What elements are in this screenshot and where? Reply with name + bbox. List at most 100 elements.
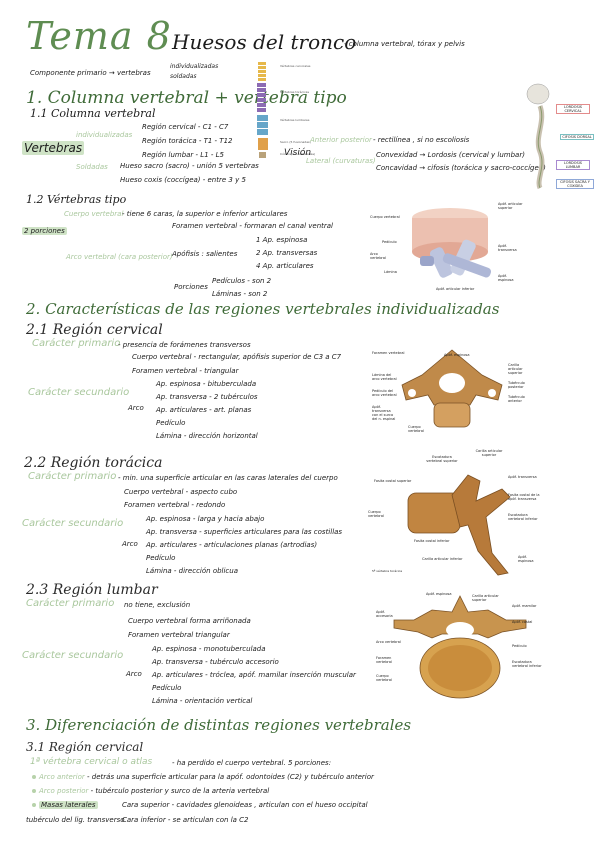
fig-label: Carilla articular inferior xyxy=(422,557,463,561)
s2-item: Ap. transversa - 2 tubérculos xyxy=(156,393,258,401)
section-1-heading: 1. Columna vertebral + vertebra tipo xyxy=(26,88,347,108)
pediculos-text: Pedículos - son 2 xyxy=(212,277,272,285)
coccyx-bone xyxy=(259,152,266,158)
anterior-posterior-text: - rectilínea , si no escoliosis xyxy=(373,136,470,144)
intro-individualizadas: individualizadas xyxy=(170,63,219,70)
arco-vertebral-label: Arco vertebral (cara posterior) xyxy=(66,253,173,261)
s23-item: Ap. transversa - tubérculo accesorio xyxy=(152,658,279,666)
masas-cara-superior: Cara superior - cavidades glenoideas , a… xyxy=(122,801,368,809)
s23-item: Lámina - orientación vertical xyxy=(152,697,253,705)
s2-item: Cuerpo vertebral - rectangular, apófisis… xyxy=(132,353,342,361)
fig-label: Apóf. espinosa xyxy=(444,353,470,357)
concavidad-text: Concavidad → cifosis (torácica y sacro-c… xyxy=(376,164,546,172)
title-note: - columna vertebral, tórax y pelvis xyxy=(344,40,465,48)
s22-item: Ap. espinosa - larga y hacia abajo xyxy=(146,515,265,523)
atlas-label: 1ª vértebra cervical o atlas xyxy=(30,757,153,767)
lumbar-vertebra-figure: Apóf. espinosa Carilla articular superio… xyxy=(376,590,546,705)
fig-label: Pedículo xyxy=(512,644,527,648)
arco-anterior-item: Arco anterior - detrás una superficie ar… xyxy=(32,773,374,781)
cifosis-dorsal-label: CIFOSIS DORSAL xyxy=(560,134,594,140)
masas-cara-inferior: Cara inferior - se articulan con la C2 xyxy=(122,816,249,824)
lordosis-lumbar-label: LORDOSIS LUMBAR xyxy=(556,160,590,170)
fig-label: Apóf. articular inferior xyxy=(436,287,475,291)
section-1-1-heading: 1.1 Columna vertebral xyxy=(30,107,156,120)
spine-label: Vértebras cervicales xyxy=(280,64,311,68)
convexidad-text: Convexidad → Lordosis (cervical y lumbar… xyxy=(376,151,525,159)
arco-posterior-item: Arco posterior - tubérculo posterior y s… xyxy=(32,787,269,795)
section-2-2-heading: 2.2 Región torácica xyxy=(24,455,163,471)
individualizadas-label: individualizadas xyxy=(76,131,133,139)
s2-item: Lámina - dirección horizontal xyxy=(156,432,258,440)
page-title: Tema 8 xyxy=(26,14,172,58)
s23-item: Ap. espinosa - monotuberculada xyxy=(152,645,266,653)
fig-label: Apóf. transversa xyxy=(508,475,537,479)
skeleton-side-view xyxy=(526,83,550,190)
intro-soldadas: soldadas xyxy=(170,73,197,80)
fig-label: Fosita costal de la apóf. transversa xyxy=(508,493,540,501)
page-subtitle: Huesos del tronco xyxy=(172,30,357,54)
s2-item: Ap. articulares - art. planas xyxy=(156,406,252,414)
s22-item: Ap. articulares - articulaciones planas … xyxy=(146,541,318,549)
porciones-label: 2 porciones xyxy=(22,227,67,235)
cuerpo-vertebral-label: Cuerpo vertebral xyxy=(64,210,124,218)
s22-item: Cuerpo vertebral - aspecto cubo xyxy=(124,488,238,496)
fig-label: Apóf. costal xyxy=(512,620,533,624)
s23-item: Ap. articulares - tróclea, apóf. mamilar… xyxy=(152,671,356,679)
cifosis-sacra-label: CIFOSIS SACRA Y COXIDEA xyxy=(556,179,594,189)
fig-label: Carilla articular superior xyxy=(475,449,503,457)
fig-label: Apóf. transversa xyxy=(498,244,517,252)
arco-label: Arco xyxy=(126,670,142,678)
bullet-icon xyxy=(32,775,36,779)
fig-label: Lámina xyxy=(384,270,397,274)
s1-item: Hueso coxis (coccígea) - entre 3 y 5 xyxy=(120,176,246,184)
fig-label: Cuerpo vertebral xyxy=(376,674,392,682)
caracter-secundario-label: Carácter secundario xyxy=(28,387,130,398)
laminas-text: Láminas - son 2 xyxy=(212,290,268,298)
s1-item: Región cervical - C1 - C7 xyxy=(142,123,229,131)
s22-item: Ap. transversa - superficies articulares… xyxy=(146,528,343,536)
s1-item: Hueso sacro (sacro) - unión 5 vertebras xyxy=(120,162,259,170)
s23-item: Cuerpo vertebral forma arriñonada xyxy=(128,617,251,625)
fig-label: Apóf. accesoria xyxy=(376,610,393,618)
s22-item: Foramen vertebral - redondo xyxy=(124,501,226,509)
caracter-secundario-label: Carácter secundario xyxy=(22,518,124,529)
lateral-label: Lateral (curvaturas) xyxy=(306,157,376,165)
caracter-primario-text: - presencia de forámenes transversos xyxy=(118,341,251,349)
fig-label: Arco vertebral xyxy=(376,640,401,644)
fig-label: Escotadura vertebral inferior xyxy=(512,660,542,668)
porciones-sub-label: Porciones xyxy=(174,283,208,291)
s23-item: Pedículo xyxy=(152,684,182,692)
fig-label: Escotadura vertebral superior xyxy=(426,455,458,463)
fig-label: Carilla articular superior xyxy=(472,594,499,602)
spine-label: Sacro (5 fusionadas) xyxy=(280,140,311,144)
thoracic-vertebrae xyxy=(257,83,266,112)
intro-componente: Componente primario → vertebras xyxy=(30,69,151,77)
vertebra-tipo-figure: Cuerpo vertebral Apóf. articular superio… xyxy=(360,200,550,295)
arco-label: Arco xyxy=(122,540,138,548)
fig-label: Foramen vertebral xyxy=(372,351,405,355)
fig-label: Apóf. espinosa xyxy=(518,555,534,563)
cervical-vertebra-figure: Foramen vertebral Apóf. espinosa Lámina … xyxy=(372,345,532,440)
fig-label: Foramen vertebral xyxy=(376,656,392,664)
anterior-posterior-label: Anterior posterior xyxy=(310,136,372,144)
fig-label: Cuerpo vertebral xyxy=(408,425,424,433)
fig-label: Arco vertebral xyxy=(370,252,386,260)
lumbar-vertebrae xyxy=(257,115,268,135)
thoracic-vertebra-figure: Escotadura vertebral superior Carilla ar… xyxy=(368,449,548,580)
fig-label: Tubérculo posterior xyxy=(508,381,525,389)
fig-label: Apóf. articular superior xyxy=(498,202,523,210)
masas-laterales-item: Masas laterales xyxy=(32,801,98,809)
s23-item: Foramen vertebral triangular xyxy=(128,631,230,639)
apofisis-label: Apófisis : salientes xyxy=(172,250,238,258)
caracter-primario-text: - min. una superficie articular en las c… xyxy=(118,474,338,482)
cervical-vertebrae xyxy=(258,62,266,81)
spine-label: Vértebras lumbares xyxy=(280,118,310,122)
section-2-1-heading: 2.1 Región cervical xyxy=(26,322,163,338)
lordosis-cervical-label: LORDOSIS CERVICAL xyxy=(556,104,590,114)
s2-item: Pedículo xyxy=(156,419,186,427)
fig-label: Fosita costal inferior xyxy=(414,539,450,543)
fig-label: Apóf. mamilar xyxy=(512,604,537,608)
cuerpo-vertebral-text: - tiene 6 caras, la superior e inferior … xyxy=(122,210,288,218)
caracter-primario-text: no tiene, exclusión xyxy=(124,601,191,609)
vertebras-label: Vertebras xyxy=(22,141,85,155)
